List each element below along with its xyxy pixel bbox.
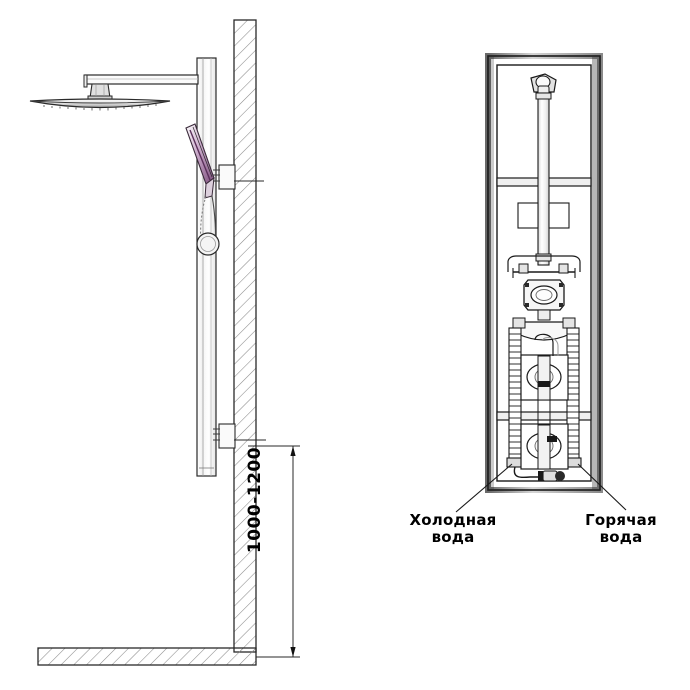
outlet-connector	[513, 466, 565, 482]
control-valve-upper	[520, 333, 569, 401]
upper-manifold	[507, 255, 581, 278]
wall-bracket-upper	[213, 164, 264, 190]
flex-hose-left	[506, 327, 524, 468]
callout-label-cold-water: Холодная вода	[409, 511, 497, 546]
hand-shower	[185, 123, 220, 256]
mixer-valve	[523, 279, 565, 321]
shower-arm	[83, 74, 199, 88]
control-valve-lower	[520, 400, 569, 470]
leader-line-cold	[455, 463, 513, 513]
shower-head	[29, 98, 171, 111]
floor	[37, 647, 257, 666]
wall	[233, 19, 257, 653]
main-riser-pipe	[535, 92, 552, 266]
dimension-line	[248, 445, 300, 658]
lower-manifold	[512, 317, 576, 341]
dimension-label: 1000-1200	[245, 446, 265, 554]
wall-bracket-lower	[213, 423, 266, 449]
callout-label-hot-water: Горячая вода	[585, 511, 657, 546]
riser-bar	[196, 57, 217, 477]
mid-mount-plate	[517, 202, 570, 229]
leader-line-hot	[577, 463, 627, 511]
